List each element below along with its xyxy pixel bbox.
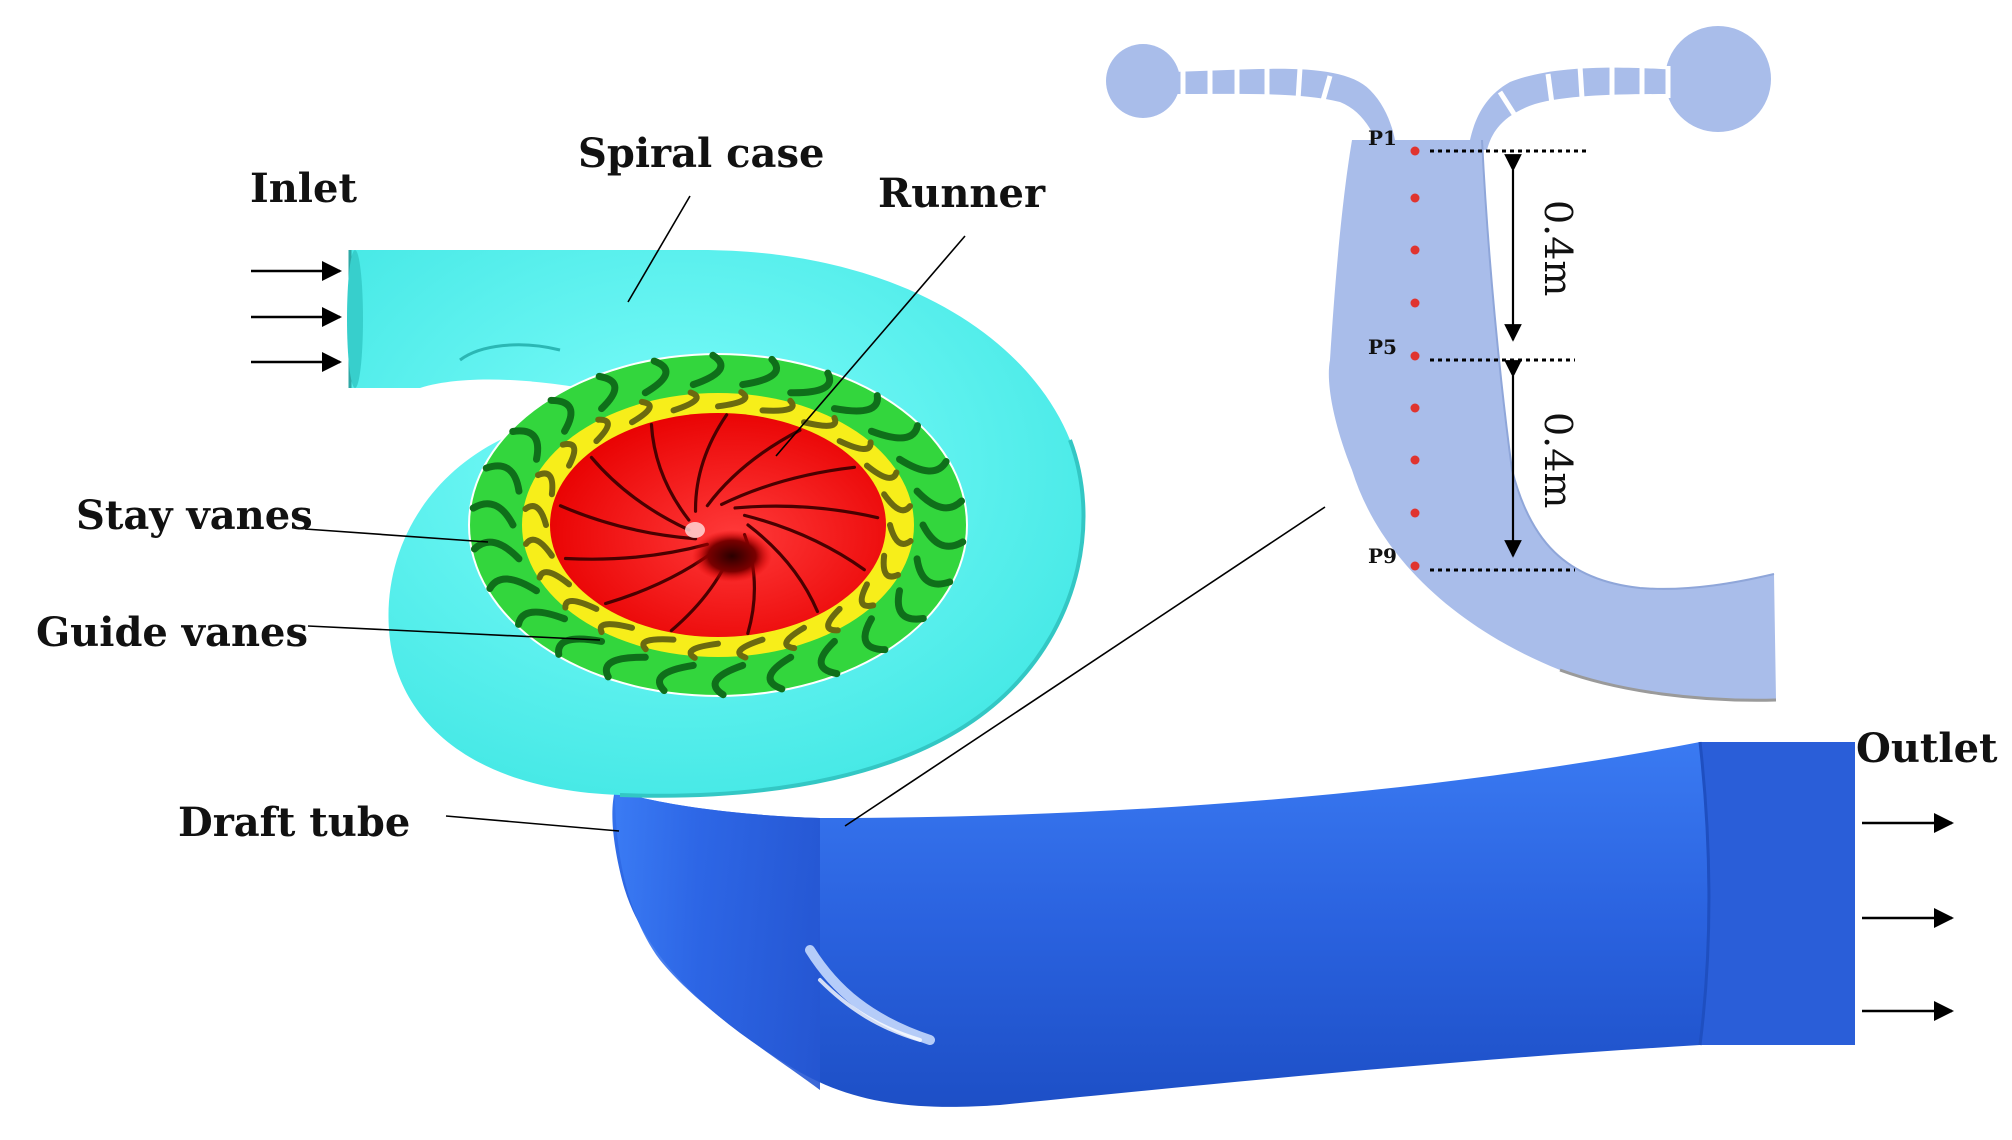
guide-vane [825,605,843,634]
guide-vane [559,441,578,469]
runner-blade [746,523,820,614]
stay-vane [787,369,833,397]
guide-vane [801,414,839,429]
runner-blade [705,428,802,508]
stay-vane [641,357,670,397]
guide-vane [836,438,874,452]
runner-blade [733,504,880,520]
stay-vane [470,538,523,563]
outlet-label: Outlet [1856,725,1998,772]
runner-blade [649,423,691,522]
guide-vane [640,636,677,653]
stay-vane [547,396,575,435]
stay-vane [509,427,542,463]
guide-vane [534,470,556,498]
guide-vane [522,503,549,528]
runner-blade [563,542,709,561]
stay-vanes [469,351,967,699]
leader-lines [304,195,1326,832]
stay-vane [689,351,725,389]
runner-blade [589,455,691,532]
stay-vane [482,462,523,495]
guide-vane [881,491,914,514]
guide-vanes [522,389,914,661]
guide-vanes-label: Guide vanes [36,609,308,656]
stay-vane [486,575,540,595]
guide-vane [783,624,807,652]
runner [550,413,886,637]
point-p1-label: P1 [1368,126,1397,150]
stay-vane [603,653,649,681]
stay-vane [896,455,950,475]
stay-vane [861,615,889,654]
guide-vane [597,621,635,636]
dimension-label-2: 0.4m [1536,412,1580,508]
outlet-arrows [1862,813,1954,1021]
stay-vane [515,608,569,628]
guide-vane [687,640,721,661]
stay-vane [595,372,619,413]
runner-blade [720,465,857,507]
guide-vane [593,416,611,445]
stay-vane [830,392,881,415]
guide-vane [562,598,600,612]
guide-vane [629,398,653,426]
guide-vane [522,536,555,559]
guide-vane [759,397,796,414]
stay-vane [919,521,967,550]
probe-dots [1410,146,1420,571]
guide-vane [715,389,749,410]
guide-vane [670,389,700,414]
stay-vane [867,422,921,442]
stay-vane [711,661,747,699]
runner-label: Runner [878,170,1046,217]
dimension-label-1: 0.4m [1536,200,1580,296]
inlet-arrows [251,261,342,372]
draft-tube [612,741,1856,1107]
guide-vane [536,569,573,588]
stay-vane [766,653,795,693]
stay-vanes-label: Stay vanes [76,492,313,539]
inlet-label: Inlet [250,165,357,212]
stay-vane [469,500,517,529]
point-p9-label: P9 [1368,544,1397,568]
inset-top-channels [1106,26,1771,150]
spiral-case-label: Spiral case [578,130,824,177]
guide-vane [863,462,900,481]
guide-vane [736,636,766,661]
inset-view [1106,26,1777,702]
runner-blade [558,504,698,541]
guide-vane [858,581,877,609]
runner-blade [693,413,729,513]
dimension-lines [1430,149,1590,572]
draft-tube-label: Draft tube [178,799,410,846]
stay-vane [913,487,966,512]
stay-vane [894,587,927,623]
stay-vane [656,661,697,695]
inset-draft-tube [1328,140,1776,701]
guide-vane [887,522,914,547]
guide-vane [880,552,902,580]
stay-vane [739,355,780,389]
stay-vane [817,637,841,678]
stay-vane [913,555,954,588]
point-p5-label: P5 [1368,335,1397,359]
runner-blade [742,513,866,572]
